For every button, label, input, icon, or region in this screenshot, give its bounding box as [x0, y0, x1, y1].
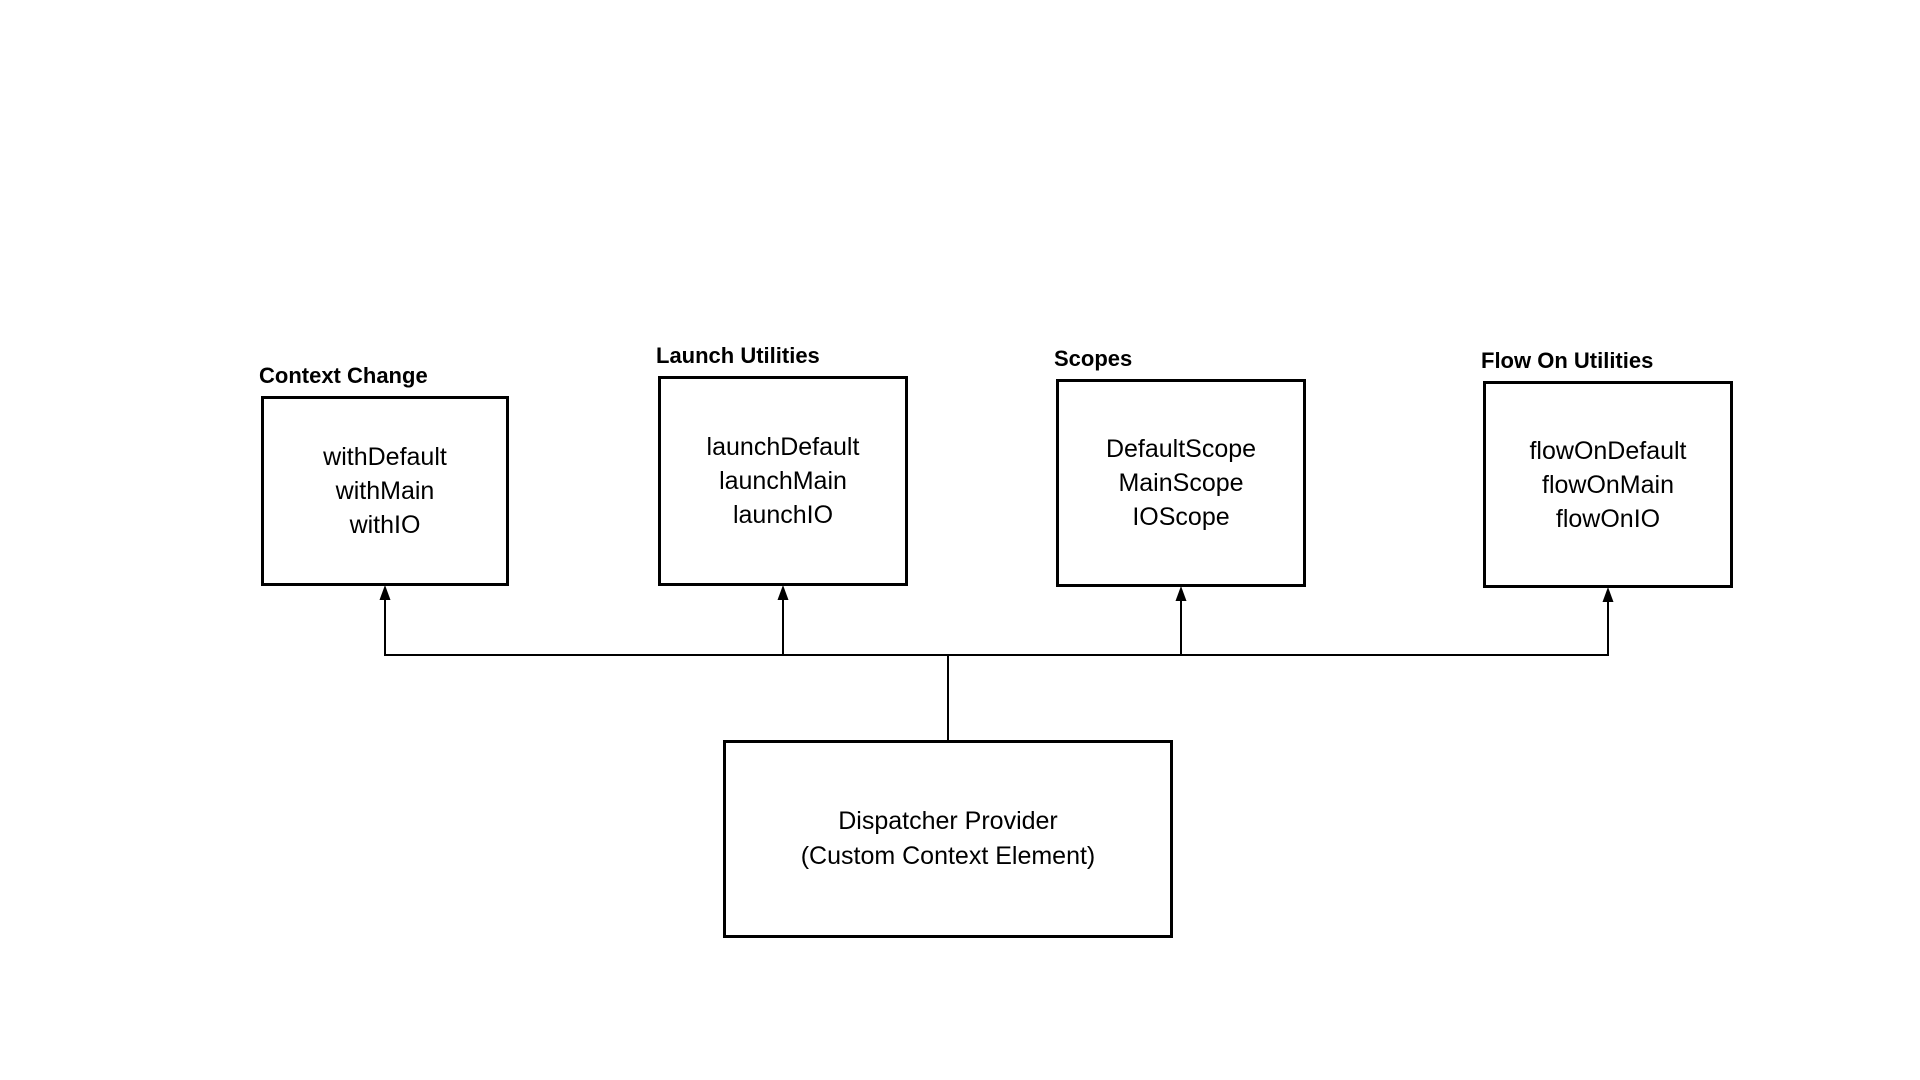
group-title-context-change: Context Change — [259, 363, 428, 388]
arrowhead-scopes-icon — [1175, 586, 1187, 601]
item-flowonio: flowOnIO — [1555, 504, 1661, 533]
item-mainscope: MainScope — [1118, 469, 1244, 497]
item-withmain: withMain — [335, 477, 435, 505]
group-box-flow-on-utilities-items: flowOnDefault flowOnMain flowOnIO — [1529, 434, 1686, 536]
item-withdefault: withDefault — [323, 443, 447, 471]
arrowhead-flow-on-utilities-icon — [1602, 587, 1614, 602]
group-box-launch-utilities-items: launchDefault launchMain launchIO — [707, 430, 860, 532]
item-launchdefault: launchDefault — [706, 433, 860, 461]
dispatcher-provider-line2: (Custom Context Element) — [800, 842, 1096, 870]
item-flowondefault: flowOnDefault — [1529, 436, 1687, 465]
group-box-flow-on-utilities: flowOnDefault flowOnMain flowOnIO — [1483, 381, 1733, 588]
dispatcher-provider-box: Dispatcher Provider (Custom Context Elem… — [723, 740, 1173, 938]
group-title-flow-on-utilities: Flow On Utilities — [1481, 348, 1654, 373]
group-box-context-change: withDefault withMain withIO — [261, 396, 509, 586]
group-box-scopes: DefaultScope MainScope IOScope — [1056, 379, 1306, 587]
group-title-scopes: Scopes — [1054, 346, 1133, 371]
item-defaultscope: DefaultScope — [1105, 435, 1257, 463]
item-launchio: launchIO — [732, 501, 834, 529]
dispatcher-provider-line1: Dispatcher Provider — [838, 807, 1058, 835]
group-box-scopes-items: DefaultScope MainScope IOScope — [1106, 432, 1256, 534]
group-box-launch-utilities: launchDefault launchMain launchIO — [658, 376, 908, 586]
dispatcher-provider-label: Dispatcher Provider (Custom Context Elem… — [801, 804, 1096, 874]
arrowhead-context-change-icon — [379, 585, 391, 600]
item-launchmain: launchMain — [719, 467, 847, 495]
group-box-context-change-items: withDefault withMain withIO — [323, 440, 447, 542]
arrowhead-launch-utilities-icon — [777, 585, 789, 600]
group-title-launch-utilities: Launch Utilities — [656, 343, 820, 368]
item-flowonmain: flowOnMain — [1542, 470, 1674, 499]
item-ioscope: IOScope — [1132, 503, 1230, 531]
item-withio: withIO — [349, 511, 421, 539]
